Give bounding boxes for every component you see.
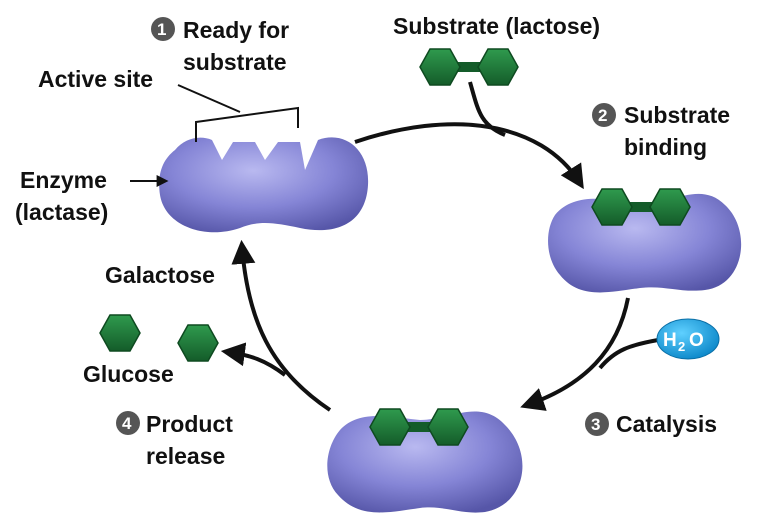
- step-3-label: Catalysis: [616, 411, 717, 437]
- step-1-label-line2: substrate: [183, 49, 287, 75]
- step-4-label-line2: release: [146, 443, 225, 469]
- step-2-label-line1: Substrate: [624, 102, 730, 128]
- cycle-arrow-1-to-2: [354, 122, 584, 190]
- step-3-number: 3: [591, 415, 600, 434]
- substrate-label: Substrate (lactose): [393, 13, 600, 39]
- water-label-subscript: 2: [678, 339, 685, 354]
- enzyme-bound: [548, 193, 742, 293]
- cycle-arrow-2-to-3: [520, 297, 630, 411]
- step-3-badge: 3: [585, 412, 609, 436]
- step-4-label-line1: Product: [146, 411, 233, 437]
- water-molecule: H 2 O: [656, 318, 720, 360]
- bound-substrate-molecule: [591, 188, 691, 226]
- step-2-number: 2: [598, 106, 607, 125]
- active-site-bracket: [177, 84, 299, 142]
- glucose-label: Glucose: [83, 361, 174, 387]
- substrate-molecule: [419, 48, 519, 86]
- galactose-label: Galactose: [105, 262, 215, 288]
- enzyme-label-line1: Enzyme: [20, 167, 107, 193]
- step-2-badge: 2: [592, 103, 616, 127]
- enzyme-label-line2: (lactase): [15, 199, 108, 225]
- enzyme-ready: [159, 137, 369, 233]
- step-4-badge: 4: [116, 411, 140, 435]
- water-label-o: O: [689, 330, 704, 351]
- water-label-h: H: [663, 330, 677, 351]
- step-2-label-line2: binding: [624, 134, 707, 160]
- active-site-label: Active site: [38, 66, 153, 92]
- step-4-number: 4: [122, 414, 132, 433]
- substrate-in-arrow: [468, 81, 506, 137]
- catalysis-substrate-molecule: [369, 408, 469, 446]
- water-in-arrow: [598, 338, 659, 370]
- step-1-number: 1: [157, 20, 166, 39]
- step-1-label-line1: Ready for: [183, 17, 289, 43]
- glucose-molecule-right: [177, 324, 219, 362]
- glucose-molecule-left: [99, 314, 141, 352]
- cycle-arrow-3-to-4: [231, 239, 332, 412]
- step-1-badge: 1: [151, 17, 175, 41]
- glucose-out-arrow: [220, 342, 287, 377]
